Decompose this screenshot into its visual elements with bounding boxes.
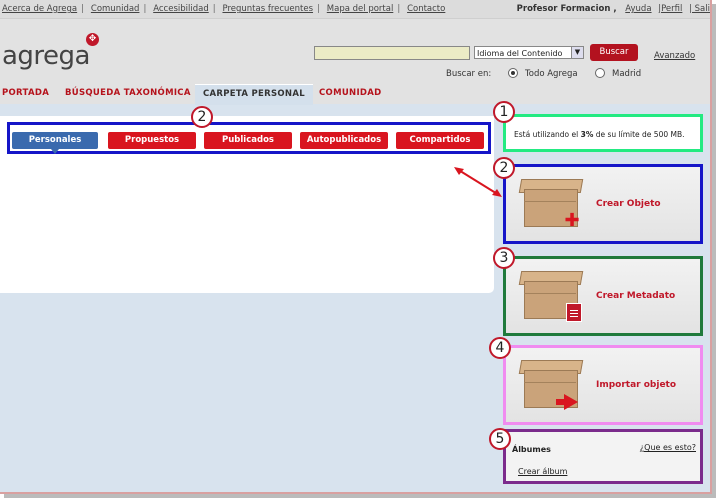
- callout-number: 1: [493, 101, 515, 123]
- create-object-button[interactable]: ✚ Crear Objeto: [503, 164, 703, 244]
- plus-icon: ✚: [564, 210, 580, 231]
- crate-icon: [524, 189, 578, 227]
- import-object-button[interactable]: Importar objeto: [503, 345, 703, 425]
- nav-carpeta-personal[interactable]: CARPETA PERSONAL: [195, 84, 313, 105]
- crate-line: [524, 201, 576, 202]
- nav-comunidad[interactable]: COMUNIDAD: [319, 88, 382, 98]
- albums-title: Álbumes: [512, 445, 551, 454]
- link-about[interactable]: Acerca de Agrega: [2, 4, 78, 14]
- scope-all-radio[interactable]: [508, 68, 518, 78]
- usage-prefix: Está utilizando el: [514, 130, 581, 139]
- connector-arrow-icon: [454, 167, 502, 197]
- scope-local-radio[interactable]: [595, 68, 605, 78]
- search-button[interactable]: Buscar: [590, 44, 638, 61]
- scope-local-label: Madrid: [612, 69, 642, 79]
- separator: |: [81, 4, 85, 14]
- logo-compass-icon: ✥: [86, 33, 99, 46]
- advanced-search-link[interactable]: Avanzado: [654, 51, 696, 61]
- callout-number: 3: [493, 247, 515, 269]
- language-select-value: Idioma del Contenido: [477, 49, 563, 58]
- import-object-label: Importar objeto: [596, 380, 677, 390]
- tab-compartidos[interactable]: Compartidos: [396, 132, 484, 149]
- usage-percent: 3%: [580, 130, 594, 139]
- logout-link[interactable]: | Sali: [689, 4, 710, 14]
- create-metadata-label: Crear Metadato: [596, 291, 676, 301]
- storage-usage-text: Está utilizando el 3% de su límite de 50…: [514, 130, 685, 139]
- albums-help-link[interactable]: ¿Que es esto?: [639, 443, 696, 452]
- create-album-link[interactable]: Crear álbum: [518, 467, 568, 476]
- crate-line: [524, 382, 576, 383]
- logo[interactable]: agrega: [2, 41, 91, 71]
- profile-link[interactable]: |Perfil: [658, 4, 683, 14]
- chevron-down-icon: ▼: [571, 47, 583, 58]
- search-input[interactable]: [314, 46, 470, 60]
- nav-portada[interactable]: PORTADA: [2, 88, 50, 98]
- import-arrow-icon: [556, 394, 578, 410]
- callout-number: 2: [493, 157, 515, 179]
- user-box: Profesor Formacion , Ayuda |Perfil | Sal…: [517, 4, 710, 14]
- link-sitemap[interactable]: Mapa del portal: [326, 4, 394, 14]
- header: agrega ✥ Idioma del Contenido ▼ Buscar A…: [0, 19, 710, 105]
- link-community[interactable]: Comunidad: [90, 4, 140, 14]
- link-accessibility[interactable]: Accesibilidad: [153, 4, 209, 14]
- tab-personales[interactable]: Personales: [12, 132, 98, 154]
- document-icon: [566, 303, 582, 322]
- tab-propuestos[interactable]: Propuestos: [108, 132, 196, 149]
- callout-number: 4: [489, 337, 511, 359]
- tab-publicados[interactable]: Publicados: [204, 132, 292, 149]
- top-links-bar: Acerca de Agrega| Comunidad| Accesibilid…: [0, 0, 710, 19]
- folder-tabs: Personales Propuestos Publicados Autopub…: [7, 122, 491, 154]
- separator: |: [143, 4, 147, 14]
- separator: |: [212, 4, 216, 14]
- separator: |: [317, 4, 320, 14]
- separator: |: [397, 4, 401, 14]
- create-object-label: Crear Objeto: [596, 199, 661, 209]
- usage-suffix: de su límite de 500 MB.: [593, 130, 685, 139]
- nav-busqueda-taxonomica[interactable]: BÚSQUEDA TAXONÓMICA: [65, 88, 191, 98]
- crate-line: [524, 293, 576, 294]
- albums-panel: Álbumes ¿Que es esto? Crear álbum: [503, 429, 703, 484]
- language-select[interactable]: Idioma del Contenido ▼: [474, 46, 584, 59]
- create-metadata-button[interactable]: Crear Metadato: [503, 256, 703, 336]
- storage-usage: Está utilizando el 3% de su límite de 50…: [503, 114, 703, 152]
- callout-number: 2: [191, 106, 213, 128]
- search-scope-label: Buscar en:: [446, 69, 492, 79]
- tab-autopublicados[interactable]: Autopublicados: [300, 132, 388, 149]
- callout-number: 5: [489, 428, 511, 450]
- scope-all-label: Todo Agrega: [525, 69, 578, 79]
- top-links: Acerca de Agrega| Comunidad| Accesibilid…: [2, 4, 445, 14]
- link-contact[interactable]: Contacto: [407, 4, 446, 14]
- link-faq[interactable]: Preguntas frecuentes: [222, 4, 314, 14]
- help-link[interactable]: Ayuda: [625, 4, 652, 14]
- user-name: Profesor Formacion ,: [516, 4, 617, 14]
